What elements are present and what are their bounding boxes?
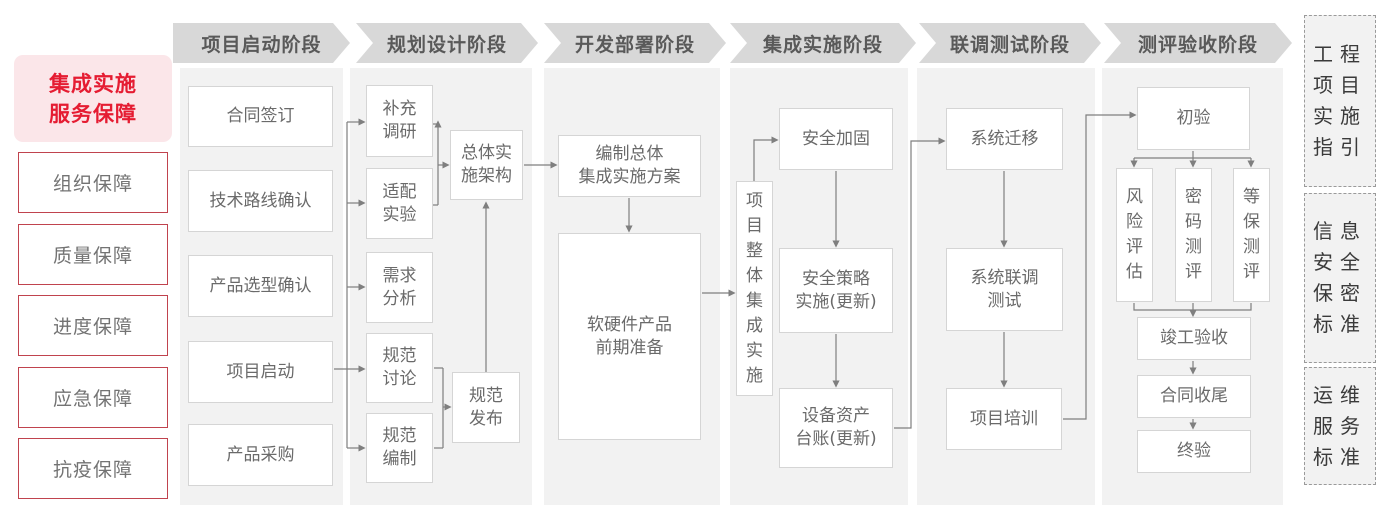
- guarantee-box-schedule: 进度保障: [18, 295, 168, 356]
- node-hw-sw-preparation: 软硬件产品 前期准备: [558, 233, 701, 440]
- node-mlps-evaluation-label: 等保测评: [1243, 187, 1260, 282]
- node-overall-integration-impl: 项目整体集成实施: [736, 181, 773, 396]
- node-overall-integration-impl-label: 项目整体集成实施: [746, 190, 763, 386]
- node-project-kickoff: 项目启动: [188, 341, 333, 403]
- diagram-title: 集成实施 服务保障: [14, 55, 172, 142]
- node-security-policy-impl: 安全策略 实施(更新): [779, 248, 893, 333]
- guarantee-box-quality: 质量保障: [18, 224, 168, 285]
- node-system-migration: 系统迁移: [946, 108, 1063, 170]
- guarantee-box-organization: 组织保障: [18, 152, 168, 213]
- node-overall-plan-compilation: 编制总体 集成实施方案: [558, 135, 701, 197]
- node-spec-release: 规范 发布: [452, 372, 520, 443]
- node-joint-commissioning-test: 系统联调 测试: [946, 248, 1063, 331]
- node-product-procurement: 产品采购: [188, 424, 333, 486]
- phase-header-joint-test: 联调测试阶段: [919, 23, 1101, 63]
- node-adaptation-experiment: 适配 实验: [366, 168, 433, 239]
- phase-header-planning-design: 规划设计阶段: [356, 23, 538, 63]
- phase-header-dev-deploy: 开发部署阶段: [544, 23, 726, 63]
- node-crypto-evaluation: 密码测评: [1175, 168, 1212, 302]
- node-supplementary-research: 补充 调研: [366, 85, 433, 157]
- node-asset-ledger-update: 设备资产 台账(更新): [779, 388, 893, 468]
- node-requirement-analysis: 需求 分析: [366, 252, 433, 323]
- phase-header-acceptance: 测评验收阶段: [1104, 23, 1292, 63]
- standard-box-ops-service-label: 运维服务标准: [1313, 382, 1367, 469]
- standard-box-project-guide-label: 工程项目实施指引: [1313, 42, 1367, 159]
- node-spec-discussion: 规范 讨论: [366, 333, 433, 403]
- node-project-training: 项目培训: [946, 388, 1062, 450]
- node-crypto-evaluation-label: 密码测评: [1185, 187, 1202, 282]
- node-contract-signing: 合同签订: [188, 86, 333, 147]
- standard-box-ops-service: 运维服务标准: [1304, 367, 1376, 485]
- phase-header-project-start: 项目启动阶段: [173, 23, 350, 63]
- node-product-selection-confirm: 产品选型确认: [188, 255, 333, 317]
- node-contract-closure: 合同收尾: [1137, 375, 1251, 418]
- guarantee-box-emergency: 应急保障: [18, 367, 168, 428]
- node-final-acceptance: 终验: [1137, 430, 1251, 473]
- node-mlps-evaluation: 等保测评: [1233, 168, 1270, 302]
- node-initial-acceptance: 初验: [1137, 87, 1250, 150]
- node-overall-architecture: 总体实施架构: [450, 130, 523, 200]
- standard-box-infosec: 信息安全保密标准: [1304, 193, 1376, 363]
- node-completion-acceptance: 竣工验收: [1137, 317, 1251, 360]
- phase-header-integration: 集成实施阶段: [730, 23, 916, 63]
- guarantee-box-epidemic: 抗疫保障: [18, 438, 168, 499]
- node-overall-architecture-label: 总体实施架构: [461, 143, 512, 186]
- node-risk-assessment: 风险评估: [1116, 168, 1153, 302]
- node-security-hardening: 安全加固: [779, 108, 893, 170]
- node-tech-route-confirm: 技术路线确认: [188, 170, 333, 232]
- standard-box-project-guide: 工程项目实施指引: [1304, 15, 1376, 187]
- node-risk-assessment-label: 风险评估: [1126, 187, 1143, 282]
- standard-box-infosec-label: 信息安全保密标准: [1313, 219, 1367, 336]
- node-spec-compilation: 规范 编制: [366, 413, 433, 483]
